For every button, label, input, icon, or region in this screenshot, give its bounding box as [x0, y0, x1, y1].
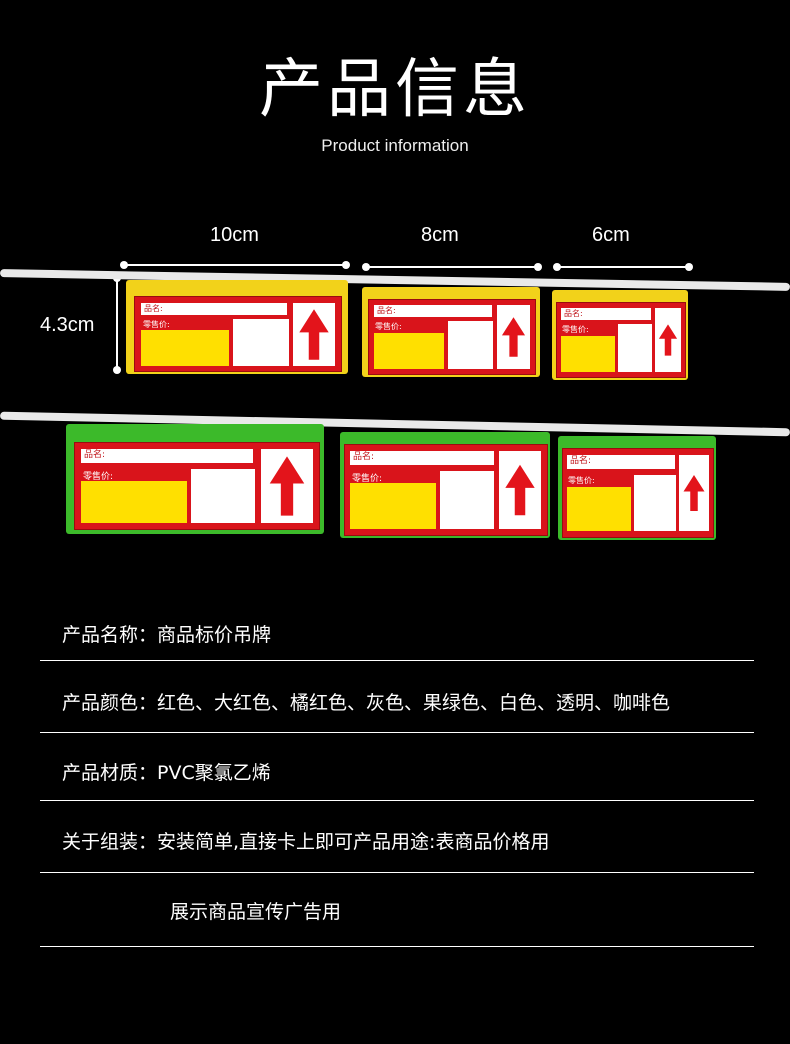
- arrow-up-icon: [499, 451, 541, 529]
- spec-value: 红色、大红色、橘红色、灰色、果绿色、白色、透明、咖啡色: [157, 692, 671, 714]
- tag-name-field: 品名:: [374, 305, 492, 317]
- width-label-10cm: 10cm: [210, 224, 259, 246]
- page-subtitle: Product information: [321, 136, 469, 155]
- spec-value: 商品标价吊牌: [157, 624, 272, 646]
- price-tag-green-10cm: 品名: 零售价:: [66, 424, 324, 534]
- divider: [40, 660, 754, 661]
- price-tag-green-6cm: 品名: 零售价:: [558, 436, 716, 540]
- spec-label: 产品颜色：: [62, 692, 158, 714]
- tag-price-field: [561, 336, 615, 372]
- tag-info-field: [634, 475, 676, 531]
- divider: [40, 732, 754, 733]
- divider: [40, 872, 754, 873]
- tag-price-field: [567, 487, 631, 531]
- dim-line-8cm: [362, 263, 542, 271]
- spec-label: 产品名称：: [62, 624, 158, 646]
- dim-line-10cm: [120, 261, 350, 269]
- tag-info-field: [191, 469, 255, 523]
- tag-name-field: 品名:: [141, 303, 287, 315]
- tag-price-field: [81, 481, 187, 523]
- width-label-8cm: 8cm: [421, 224, 459, 246]
- tag-info-field: [448, 321, 493, 369]
- spec-value: PVC聚氯乙烯: [157, 762, 271, 784]
- arrow-up-icon: [497, 305, 530, 369]
- arrow-up-icon: [679, 455, 709, 531]
- price-tag-yellow-6cm: 品名: 零售价:: [552, 290, 688, 380]
- tag-price-label: 零售价:: [375, 322, 402, 331]
- spec-label: 关于组装：: [62, 831, 158, 853]
- spec-row-name: 产品名称：商品标价吊牌: [62, 620, 271, 647]
- tag-info-field: [233, 319, 289, 366]
- tag-price-field: [141, 330, 229, 366]
- arrow-up-icon: [293, 303, 335, 366]
- dim-line-6cm: [553, 263, 693, 271]
- tag-name-field: 品名:: [567, 455, 675, 469]
- price-tag-yellow-10cm: 品名: 零售价:: [126, 280, 348, 374]
- tag-price-field: [374, 333, 444, 369]
- spec-label: 产品材质：: [62, 762, 158, 784]
- tag-name-field: 品名:: [561, 308, 651, 320]
- price-tag-green-8cm: 品名: 零售价:: [340, 432, 550, 538]
- spec-row-color: 产品颜色：红色、大红色、橘红色、灰色、果绿色、白色、透明、咖啡色: [62, 688, 670, 715]
- tag-price-label: 零售价:: [352, 474, 383, 484]
- tag-price-label: 零售价:: [568, 476, 595, 485]
- divider: [40, 800, 754, 801]
- price-tag-yellow-8cm: 品名: 零售价:: [362, 287, 540, 377]
- spec-value: 安装简单,直接卡上即可产品用途:表商品价格用: [157, 831, 550, 853]
- tag-info-field: [618, 324, 652, 372]
- page-title: 产品信息: [259, 53, 531, 127]
- height-label: 4.3cm: [40, 314, 95, 336]
- tag-price-label: 零售价:: [83, 472, 114, 482]
- divider: [40, 946, 754, 947]
- tag-name-field: 品名:: [81, 449, 253, 463]
- spec-value: 展示商品宣传广告用: [170, 901, 342, 923]
- tag-price-label: 零售价:: [562, 325, 589, 334]
- spec-row-material: 产品材质：PVC聚氯乙烯: [62, 758, 271, 785]
- width-label-6cm: 6cm: [592, 224, 630, 246]
- tag-name-field: 品名:: [350, 451, 494, 465]
- arrow-up-icon: [655, 308, 681, 372]
- spec-row-usage: 展示商品宣传广告用: [170, 897, 341, 924]
- arrow-up-icon: [261, 449, 313, 523]
- dim-line-height: [113, 274, 121, 374]
- spec-row-assembly: 关于组装：安装简单,直接卡上即可产品用途:表商品价格用: [62, 827, 549, 854]
- tag-price-field: [350, 483, 436, 529]
- tag-info-field: [440, 471, 494, 529]
- tag-price-label: 零售价:: [143, 320, 170, 329]
